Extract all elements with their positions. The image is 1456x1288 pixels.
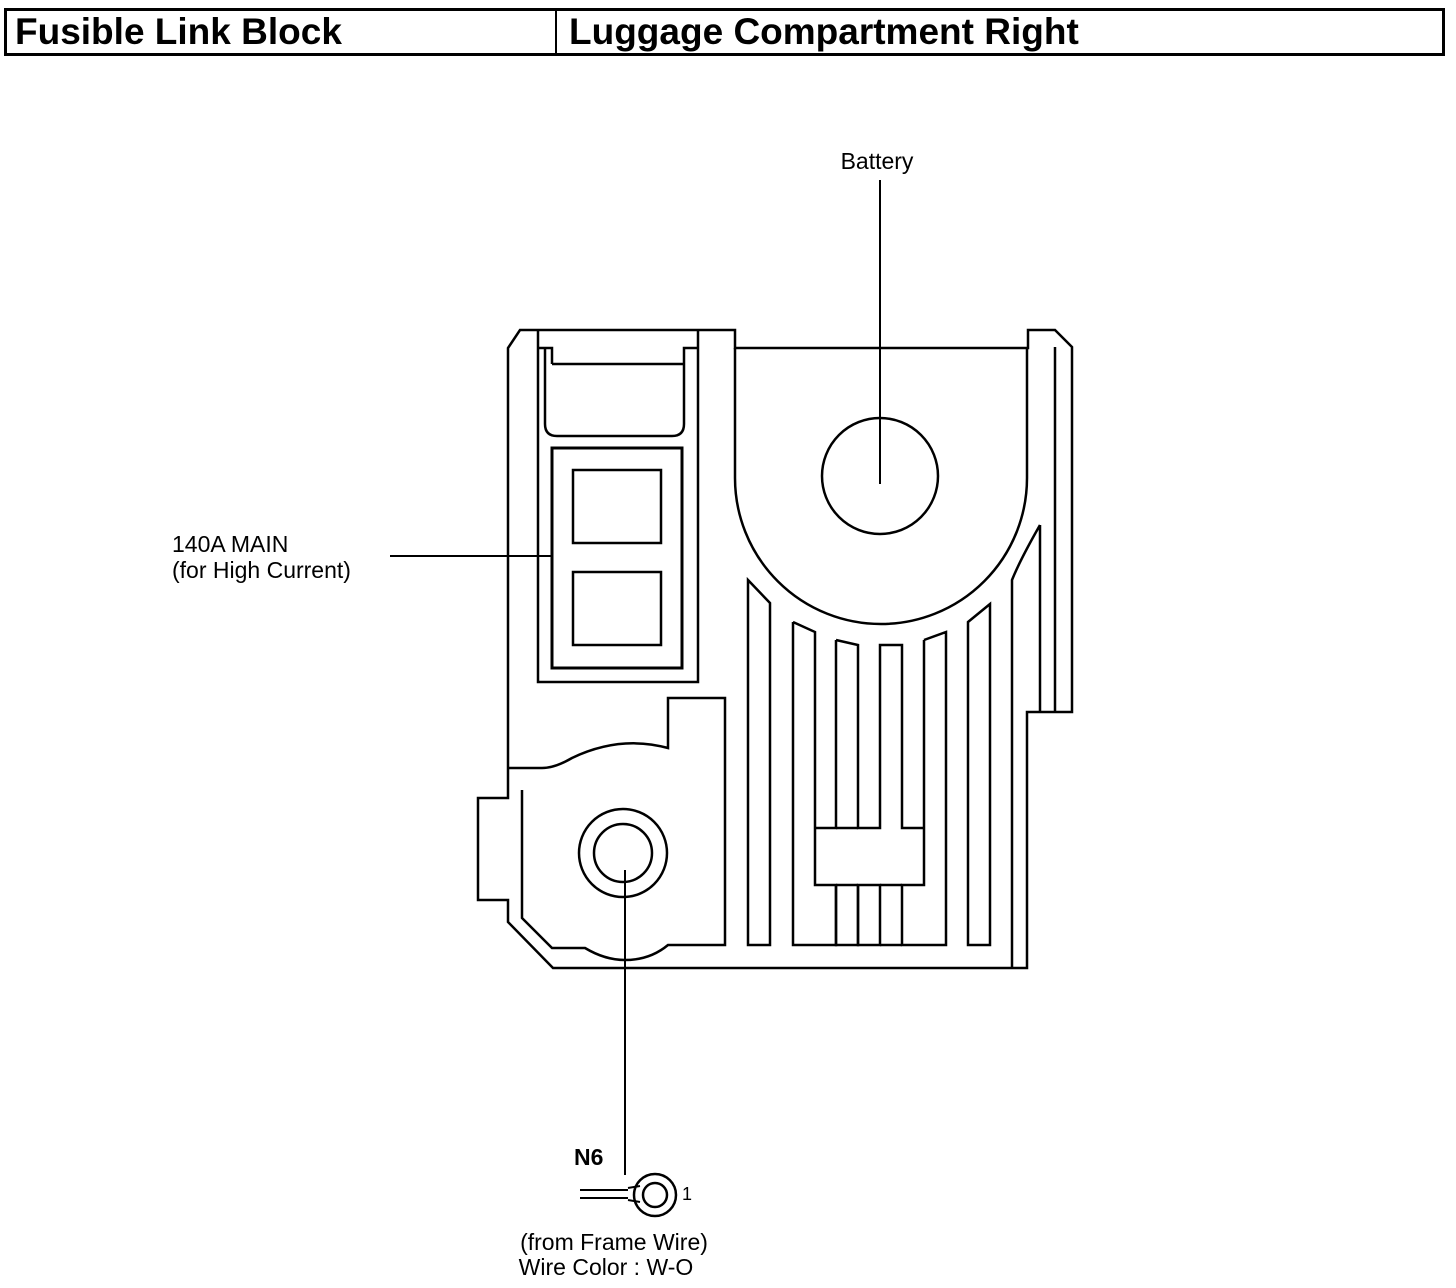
- component-location: Luggage Compartment Right: [569, 11, 1079, 52]
- ring-terminal-n6: [580, 1172, 678, 1218]
- battery-terminal-arc: [733, 348, 1029, 626]
- fin-right-outer: [966, 601, 992, 947]
- fuse-window-upper: [571, 468, 663, 545]
- connector-id-label: N6: [574, 1144, 603, 1170]
- terminal-number-label: 1: [682, 1184, 692, 1204]
- wire-color-label: Wire Color : W-O: [519, 1254, 694, 1280]
- source-note-label: (from Frame Wire): [520, 1229, 708, 1255]
- fin-group-upper: [791, 620, 948, 947]
- component-name: Fusible Link Block: [7, 11, 557, 53]
- fuse-channel-frame: [536, 330, 700, 684]
- housing-outline: [476, 328, 1074, 970]
- terminal-inner-ring: [592, 822, 654, 884]
- battery-label: Battery: [841, 148, 914, 174]
- fin-left-outer: [746, 576, 772, 947]
- fuse-channel-top-left: [538, 346, 554, 364]
- terminal-outer-ring: [577, 807, 669, 899]
- header-table: Fusible Link Block Luggage Compartment R…: [4, 8, 1445, 56]
- fuse-label-line2: (for High Current): [172, 557, 351, 583]
- terminal-housing: [520, 696, 727, 962]
- fuse-channel-top-slot: [543, 346, 698, 438]
- fuse-label-line1: 140A MAIN: [172, 531, 288, 557]
- right-inner-rail: [1010, 347, 1057, 968]
- fuse-140a-main: [550, 446, 684, 670]
- fuse-window-lower: [571, 570, 663, 647]
- fin-mid-dividers: [834, 826, 902, 947]
